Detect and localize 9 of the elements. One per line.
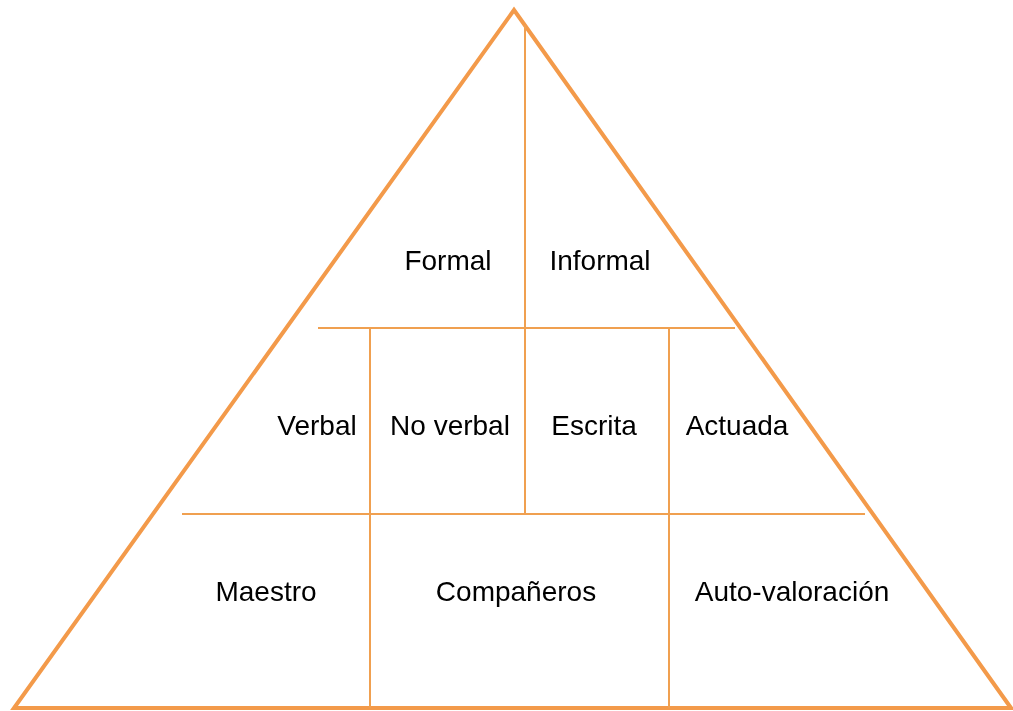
cell-label: Verbal — [277, 410, 357, 442]
cell-label: Informal — [549, 245, 651, 277]
cell-label: Escrita — [551, 410, 637, 442]
cell-label: Maestro — [215, 576, 317, 608]
cell-label: No verbal — [390, 410, 510, 442]
cell-label: Compañeros — [435, 576, 597, 608]
cell-label: Actuada — [685, 410, 789, 442]
cell-label: Formal — [404, 245, 492, 277]
cell-label: Auto-valoración — [694, 576, 890, 608]
